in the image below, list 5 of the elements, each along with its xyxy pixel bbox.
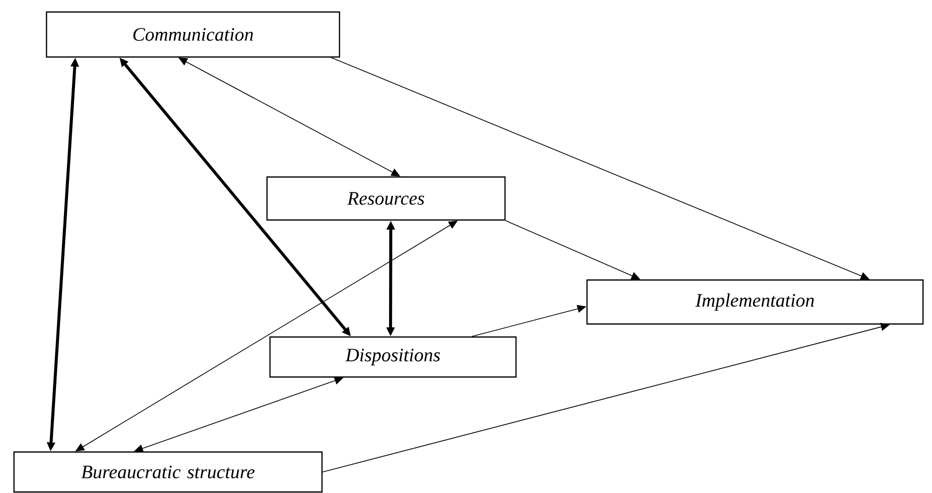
concept-box: Resources bbox=[266, 176, 506, 221]
concept-box: Communication bbox=[46, 11, 340, 58]
concept-box: Bureaucratic structure bbox=[13, 451, 323, 493]
concept-box: Implementation bbox=[586, 279, 924, 325]
concept-box: Dispositions bbox=[269, 336, 517, 378]
